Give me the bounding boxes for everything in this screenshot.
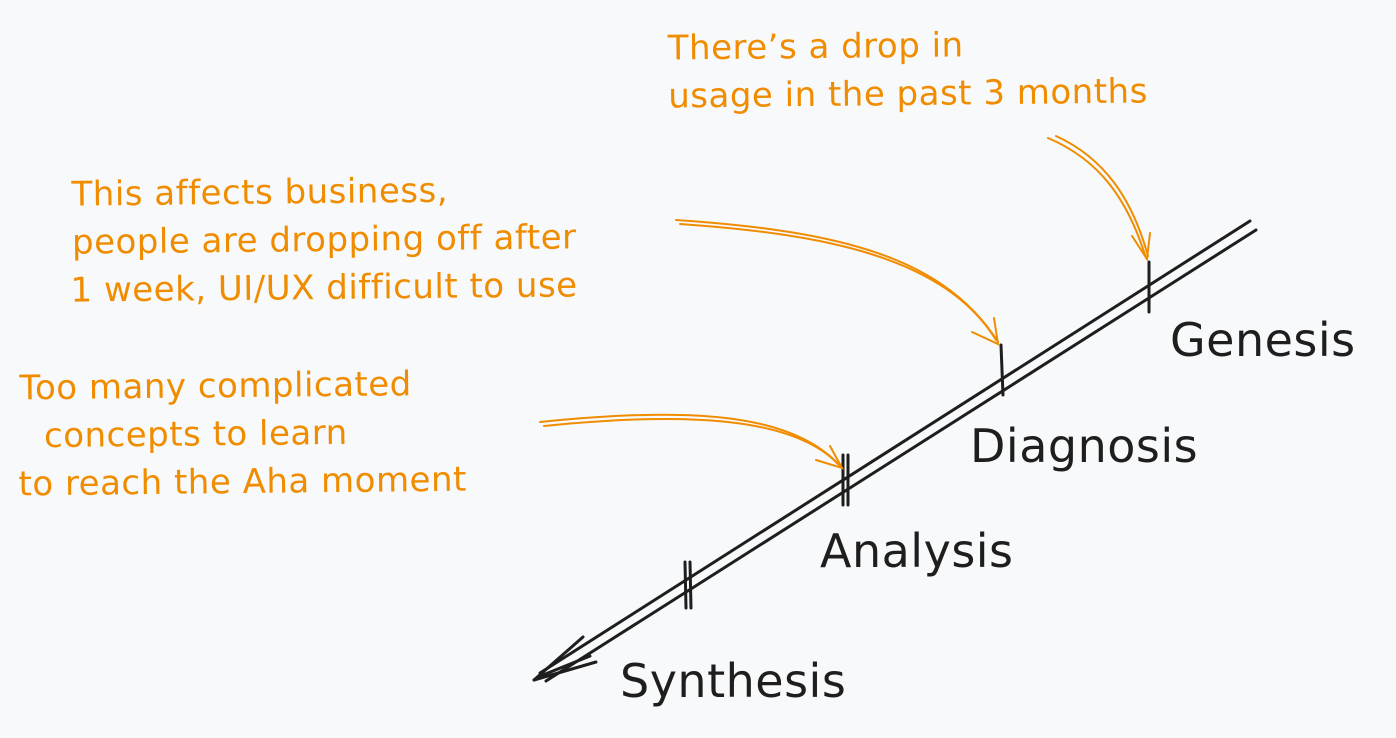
tick-synthesis-b: [688, 560, 693, 610]
arrow-to-genesis: [1047, 137, 1147, 259]
timeline-line-lower: [544, 228, 1258, 683]
arrow-to-diagnosis-b: [679, 223, 997, 341]
annotation-diagnosis: This affects business, people are droppi…: [70, 165, 578, 314]
annotation-genesis-line-1: There’s a drop in: [667, 25, 964, 69]
annotation-genesis-line-2: usage in the past 3 months: [668, 71, 1149, 117]
arrow-to-analysis-b: [543, 417, 839, 465]
annotation-diagnosis-line-1: This affects business,: [71, 170, 449, 215]
arrowhead-stroke-inner: [536, 654, 592, 679]
arrow-to-diagnosis-head: [971, 317, 1000, 346]
annotation-analysis: Too many complicated concepts to learn t…: [18, 360, 468, 509]
tick-synthesis-a: [683, 560, 688, 610]
annotation-analysis-line-2: concepts to learn: [43, 412, 348, 457]
arrow-to-analysis-head: [815, 445, 845, 470]
arrow-to-genesis-head: [1131, 232, 1151, 262]
stage-label-synthesis: Synthesis: [620, 654, 847, 708]
timeline-axis: [538, 219, 1258, 683]
arrow-to-diagnosis: [675, 219, 999, 343]
stage-label-analysis: Analysis: [820, 524, 1014, 578]
stage-label-diagnosis: Diagnosis: [970, 419, 1199, 473]
timeline-ticks: [683, 260, 1151, 610]
annotation-diagnosis-line-3: 1 week, UI/UX difficult to use: [70, 265, 578, 311]
stage-label-genesis: Genesis: [1170, 313, 1356, 367]
annotation-diagnosis-line-2: people are dropping off after: [71, 217, 577, 263]
arrowhead-stroke-top: [532, 635, 585, 682]
annotation-genesis: There’s a drop in usage in the past 3 mo…: [668, 19, 1149, 120]
annotation-arrows: [539, 135, 1151, 470]
timeline-line-upper: [538, 219, 1252, 675]
annotation-analysis-line-1: Too many complicated: [19, 364, 412, 409]
timeline-arrowhead: [532, 635, 598, 682]
tick-diagnosis: [999, 343, 1005, 397]
annotation-analysis-line-3: to reach the Aha moment: [18, 459, 468, 505]
arrowhead-stroke-bottom: [532, 660, 598, 682]
arrow-to-genesis-b: [1055, 135, 1149, 257]
